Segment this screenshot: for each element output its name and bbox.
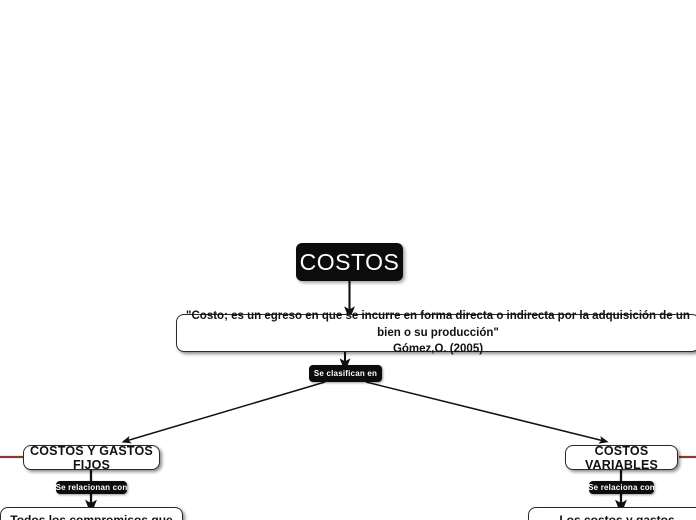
node-definition[interactable]: "Costo; es un egreso en que se incurre e… [176,310,696,355]
badge-se-relacionan-con[interactable]: Se relacionan con [56,481,127,494]
node-costos-root[interactable]: COSTOS [296,243,403,281]
definition-quote-text: "Costo; es un egreso en que se incurre e… [186,310,690,339]
badge-se-clasifican-en[interactable]: Se clasifican en [309,365,382,382]
node-costos-gastos-fijos-label: COSTOS Y GASTOS FIJOS [30,443,153,472]
node-costos-variables-label: COSTOS VARIABLES [584,443,659,472]
link-classify-to-branch-right [365,381,609,444]
definition-source-text: Gómez,O. (2005) [392,343,484,356]
badge-se-relaciona-con-label: Se relaciona con [588,483,655,492]
node-leaf-costos-necesarios-label: Los costos y gastos necesarios en el [559,513,675,520]
badge-se-relaciona-con[interactable]: Se relaciona con [588,481,655,494]
node-costos-gastos-fijos[interactable]: COSTOS Y GASTOS FIJOS [23,443,160,472]
link-classify-to-branch-left [121,381,326,444]
node-leaf-costos-necesarios[interactable]: Los costos y gastos necesarios en el [528,507,696,520]
node-costos-root-label: COSTOS [299,248,400,275]
badge-se-clasifican-en-label: Se clasifican en [313,369,378,378]
node-leaf-compromisos-label: Todos los compromisos que tiene la [10,513,173,520]
node-costos-variables[interactable]: COSTOS VARIABLES [565,443,678,472]
badge-se-relacionan-con-label: Se relacionan con [55,483,128,492]
node-leaf-compromisos[interactable]: Todos los compromisos que tiene la [0,507,183,520]
